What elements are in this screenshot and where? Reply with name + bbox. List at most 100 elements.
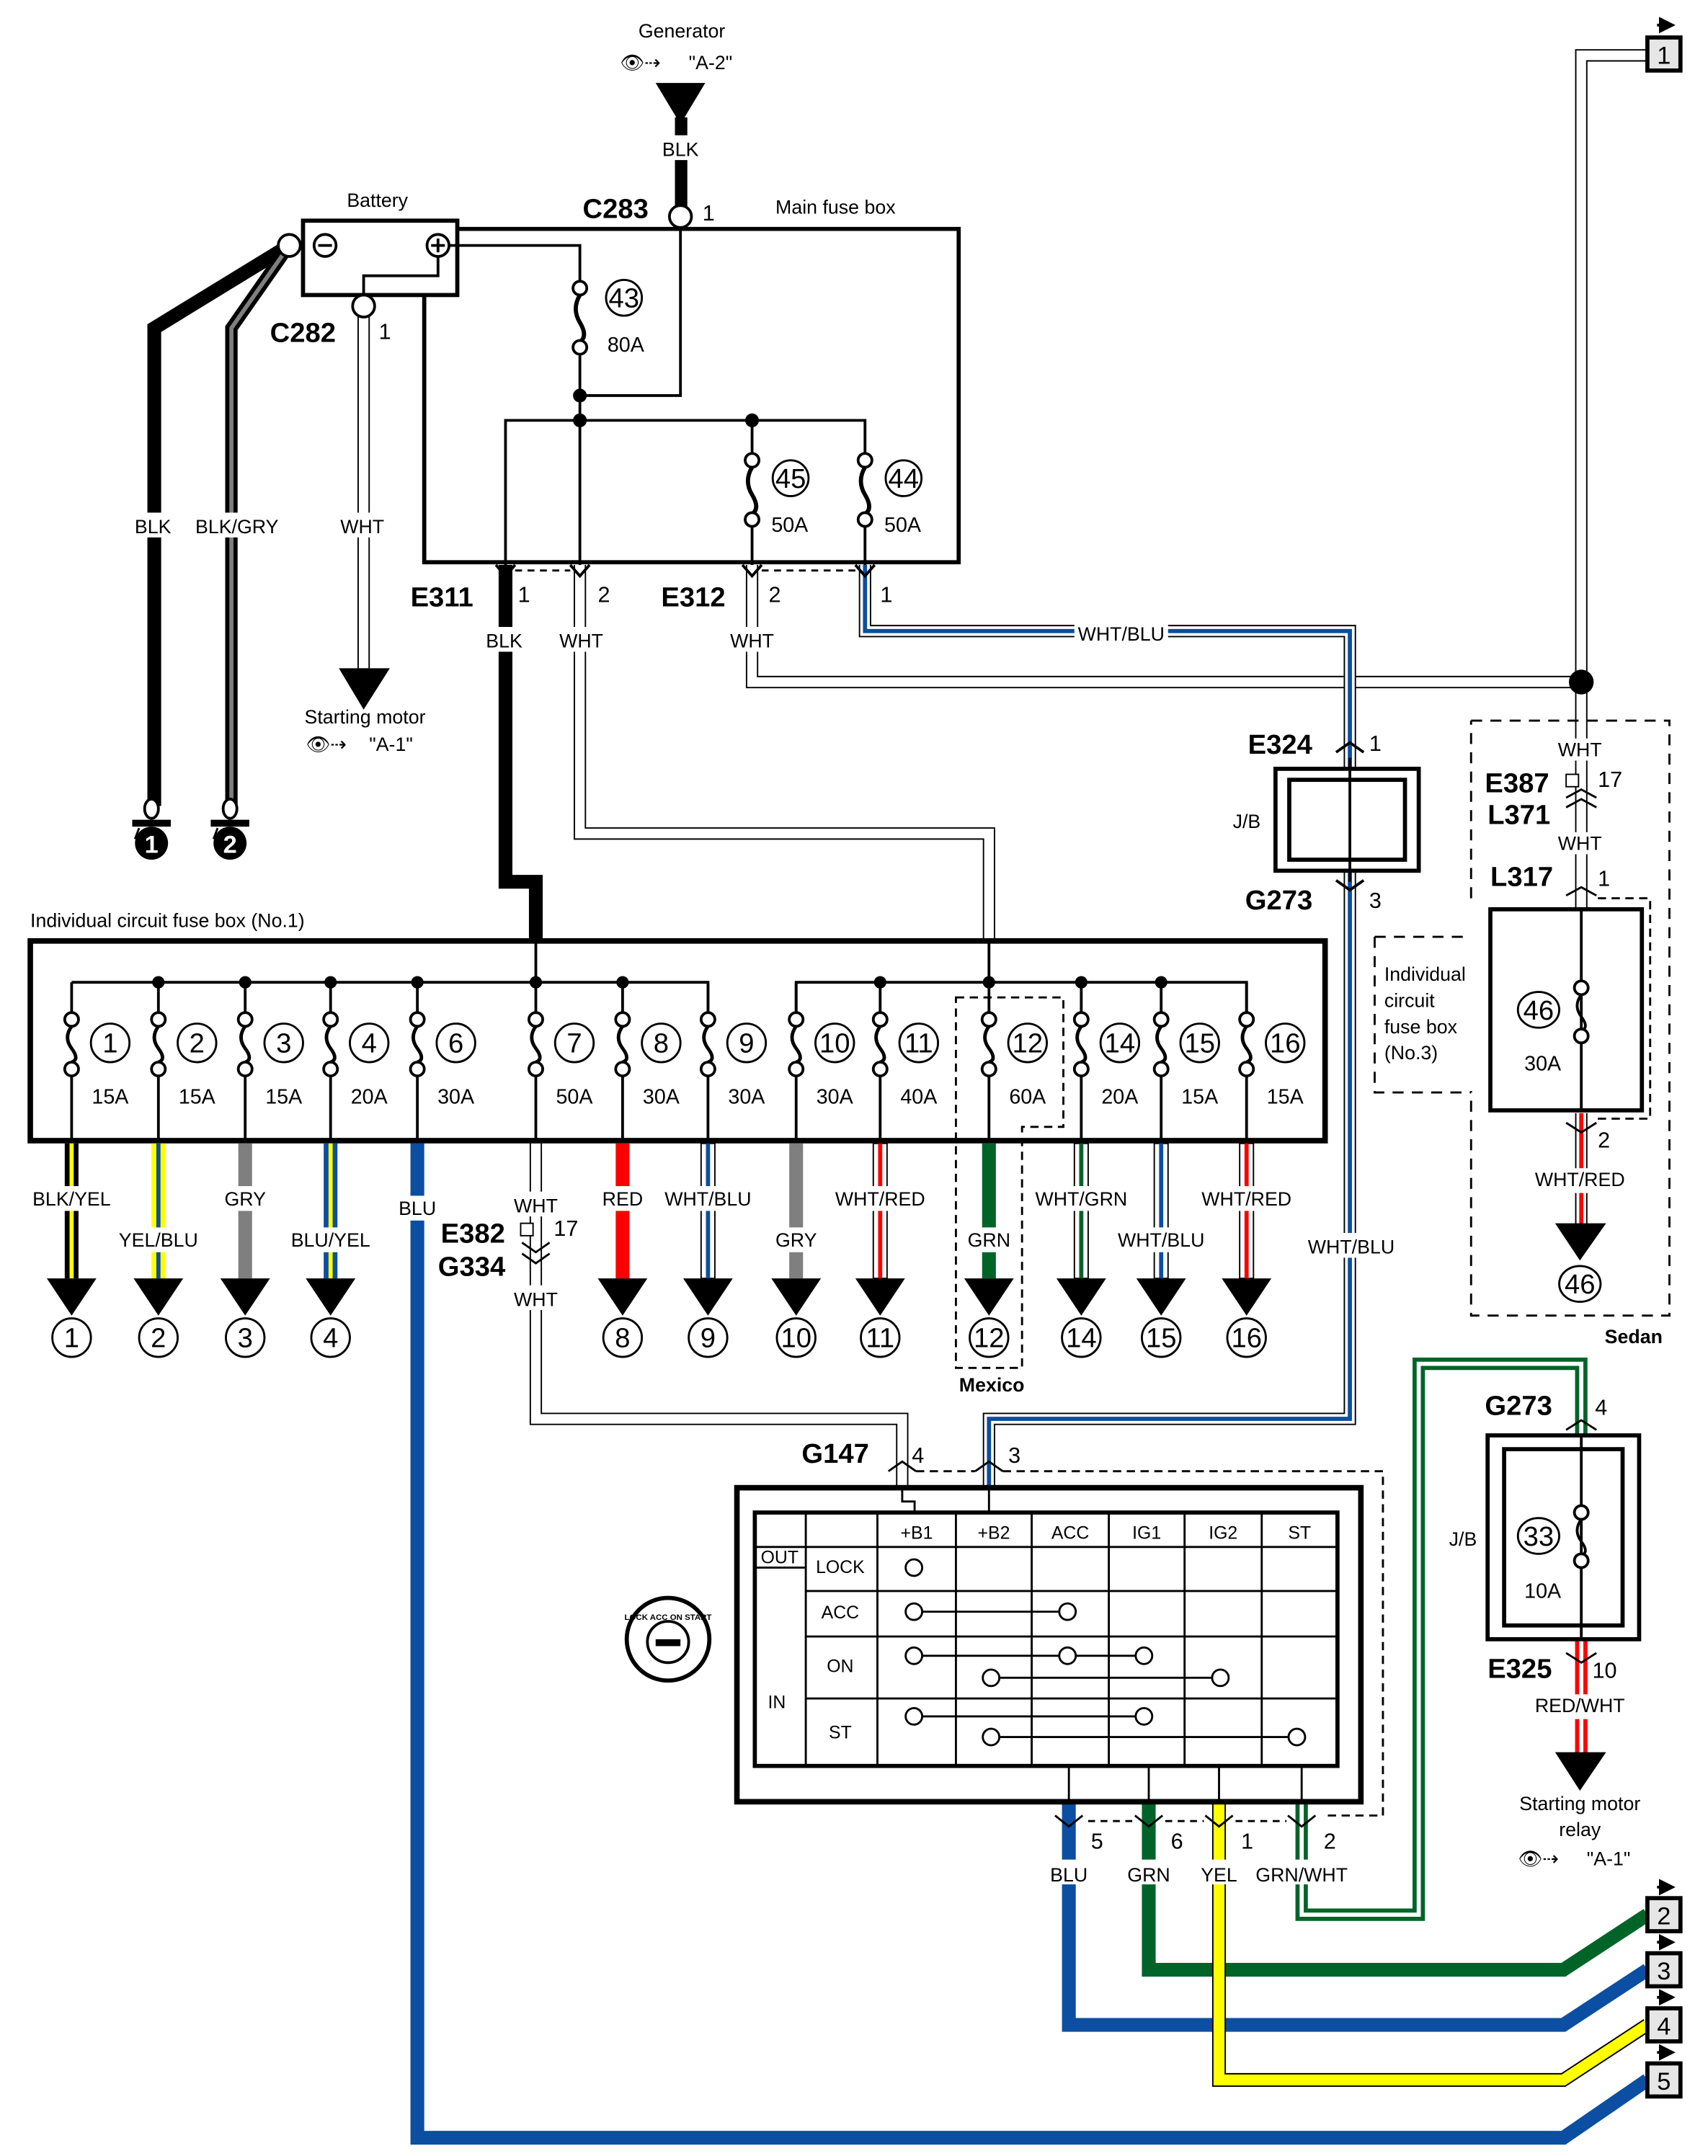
svg-text:2: 2 xyxy=(1657,1902,1671,1930)
offpage-connector-4[interactable]: 4 xyxy=(1645,1989,1683,2044)
switch-contact xyxy=(904,1558,924,1577)
ign-in-label: IN xyxy=(768,1693,786,1712)
switch-contact xyxy=(982,1668,1001,1688)
fuse-46-amp: 30A xyxy=(1524,1052,1562,1075)
jb2-label: J/B xyxy=(1449,1528,1477,1550)
fuse-amp: 30A xyxy=(437,1085,475,1108)
ign-row-st: ST xyxy=(829,1723,852,1742)
fuse-out-number: 2 xyxy=(151,1323,166,1354)
wire-label-blkgry: BLK/GRY xyxy=(195,516,279,538)
fuse-number: 1 xyxy=(102,1028,117,1059)
fuse-out-number: 9 xyxy=(700,1323,716,1354)
arrow-down-icon xyxy=(220,1278,270,1316)
fuse-wire-label: WHT/BLU xyxy=(664,1188,751,1210)
fuse-amp: 30A xyxy=(643,1085,680,1108)
arrow-down-icon xyxy=(46,1278,97,1316)
starting-motor-relay-label-1: Starting motor xyxy=(1519,1793,1640,1814)
sedan-out-number: 46 xyxy=(1565,1269,1596,1300)
e312-pin2: 2 xyxy=(769,583,781,607)
starting-motor-relay-eye-icon[interactable]: 👁⇢ xyxy=(1518,1848,1558,1869)
c282-label: C282 xyxy=(270,317,336,348)
ign-row-lock: LOCK xyxy=(816,1558,865,1577)
fuse-wire-label: GRY xyxy=(775,1229,817,1251)
fuse-box-3-label-3: fuse box xyxy=(1384,1016,1458,1038)
ground-2-icon xyxy=(213,827,247,860)
arrow-down-icon xyxy=(1222,1278,1272,1316)
fuse-box-3-label-1: Individual xyxy=(1384,963,1466,985)
arrow-down-icon xyxy=(964,1278,1014,1316)
generator-eye-icon[interactable]: 👁⇢ xyxy=(620,52,660,74)
e312-wire2: WHT xyxy=(730,631,774,652)
battery: Battery C282 1 xyxy=(270,190,460,348)
fuse-wire-label: BLU/YEL xyxy=(291,1229,370,1251)
arrow-down-icon xyxy=(306,1278,356,1316)
switch-contact xyxy=(1287,1727,1307,1747)
sedan-wire-out: WHT/RED xyxy=(1535,1169,1625,1190)
fuse-wire-label: BLK/YEL xyxy=(32,1188,111,1210)
g273-label: G273 xyxy=(1245,885,1313,916)
fuse-out-number: 14 xyxy=(1066,1323,1097,1354)
e311-pin1: 1 xyxy=(518,583,530,607)
fuse-out-number: 3 xyxy=(238,1323,253,1354)
fuse-7: 750AWHT xyxy=(514,982,595,1214)
pin-wire-label: BLU xyxy=(1050,1864,1087,1886)
switch-contact xyxy=(904,1602,924,1621)
arrow-down-icon xyxy=(855,1278,905,1316)
e312-label: E312 xyxy=(661,582,725,612)
fuse-45: 45 50A xyxy=(744,452,810,537)
fuse-box-3-label-4: (No.3) xyxy=(1384,1042,1438,1064)
fuse-out-number: 10 xyxy=(780,1323,811,1354)
wire-ign-blu xyxy=(1062,1801,1652,2032)
starting-motor-relay-label-2: relay xyxy=(1559,1819,1601,1840)
ign-col-st: ST xyxy=(1288,1523,1311,1543)
fuse-number: 12 xyxy=(1013,1028,1044,1059)
e382-pin: 17 xyxy=(553,1216,578,1241)
left-section: BLK BLK/GRY WHT Starting motor 👁⇢ "A-1" … xyxy=(132,512,426,860)
starting-motor-relay-arrow-icon xyxy=(1554,1752,1606,1791)
fuse-44-number: 44 xyxy=(889,463,920,494)
offpage-connector-5[interactable]: 5 xyxy=(1645,2044,1683,2099)
fuse-out-wire xyxy=(151,1143,166,1279)
e311-wire1: BLK xyxy=(486,631,522,652)
pin-number: 5 xyxy=(1091,1829,1103,1853)
arrow-down-icon xyxy=(1136,1278,1186,1316)
jb1-label: J/B xyxy=(1233,811,1261,832)
fuse-43-amp: 80A xyxy=(608,334,645,357)
fuse-amp: 15A xyxy=(179,1085,216,1108)
fuse-box-3-label-2: circuit xyxy=(1384,990,1435,1012)
offpage-connector-3[interactable]: 3 xyxy=(1645,1933,1683,1989)
e312-pin1: 1 xyxy=(880,583,892,607)
battery-label: Battery xyxy=(347,190,408,211)
switch-contact xyxy=(1211,1668,1230,1688)
connector-e311: E311 1 2 BLK WHT xyxy=(411,564,610,652)
fuse-amp: 15A xyxy=(1181,1085,1219,1108)
fuse-wire-label: RED xyxy=(602,1188,643,1210)
offpage-connector-1[interactable]: 1 xyxy=(1645,17,1683,73)
starting-motor-eye-icon[interactable]: 👁⇢ xyxy=(306,734,346,755)
fuse-out-number: 16 xyxy=(1231,1323,1262,1354)
generator-ref-link[interactable]: "A-2" xyxy=(689,52,733,74)
offpage-connector-2[interactable]: 2 xyxy=(1645,1879,1683,1933)
starting-motor-ref-link[interactable]: "A-1" xyxy=(369,734,413,755)
switch-contact xyxy=(1134,1706,1154,1726)
ign-col-ig2: IG2 xyxy=(1209,1523,1237,1543)
splice-dot xyxy=(1568,669,1594,695)
arrow-down-icon xyxy=(133,1278,184,1316)
ground-1: 1 xyxy=(132,798,171,860)
wire-label-wht: WHT xyxy=(340,516,384,538)
g273-4-label: G273 xyxy=(1485,1390,1552,1421)
fuse-wire-label: WHT/GRN xyxy=(1035,1188,1127,1210)
ign-col-b1: +B1 xyxy=(901,1523,933,1543)
g273-pin: 3 xyxy=(1369,888,1382,913)
e382-wire-top: WHT xyxy=(514,1195,558,1216)
fuse-number: 10 xyxy=(819,1028,850,1059)
starting-motor-relay-ref-link[interactable]: "A-1" xyxy=(1587,1848,1631,1869)
